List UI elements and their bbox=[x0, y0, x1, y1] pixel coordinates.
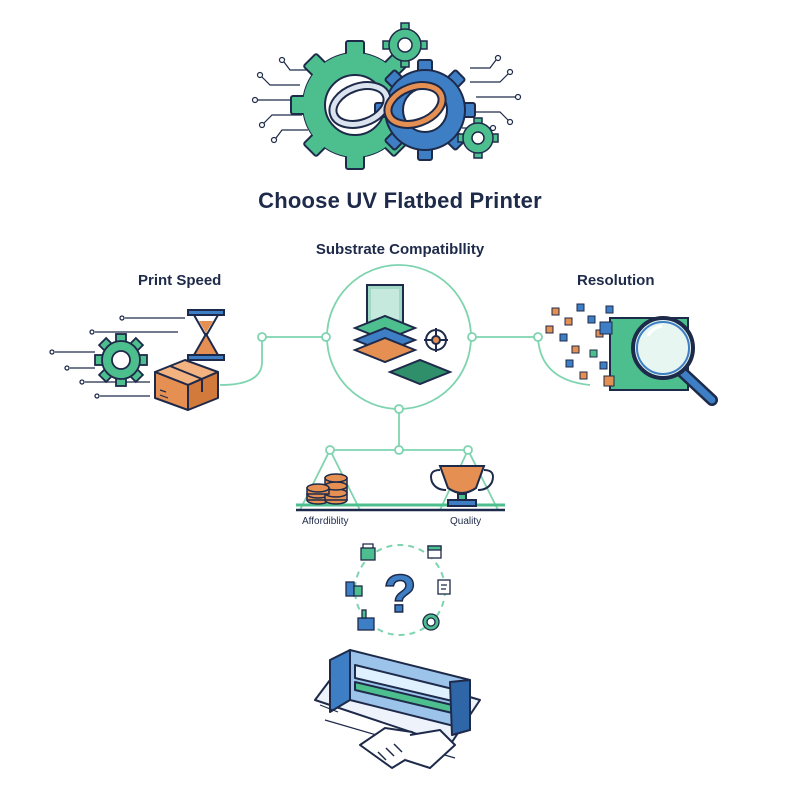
quality-label: Quality bbox=[450, 516, 482, 527]
factory-icon bbox=[357, 609, 375, 631]
affordability-label: Affordiblity bbox=[302, 516, 349, 527]
handshake-icon bbox=[359, 727, 456, 769]
crosshair-icon bbox=[424, 328, 448, 352]
resolution-label: Resolution bbox=[577, 272, 655, 289]
calendar-icon bbox=[427, 545, 442, 559]
gear-icon bbox=[94, 333, 148, 387]
connector-dots bbox=[257, 332, 543, 455]
target-icon bbox=[422, 613, 440, 631]
svg-text:?: ? bbox=[384, 564, 417, 624]
uv-printer-icon bbox=[314, 649, 481, 759]
chain-link-icon bbox=[328, 81, 447, 129]
shop-icon bbox=[360, 543, 376, 561]
hourglass-icon bbox=[187, 309, 225, 361]
page-title: Choose UV Flatbed Printer bbox=[258, 188, 542, 213]
question-mark-icon: ? bbox=[383, 563, 418, 625]
document-icon bbox=[437, 579, 451, 595]
decision-cycle: ? bbox=[345, 543, 451, 636]
print-speed-label: Print Speed bbox=[138, 272, 222, 289]
substrate-layers-icon bbox=[352, 314, 453, 386]
pixel-squares bbox=[545, 303, 614, 380]
connector-lines bbox=[219, 264, 591, 511]
box-icon bbox=[154, 359, 219, 411]
substrate-label: Substrate Compatibllity bbox=[315, 241, 485, 258]
magnifier-icon bbox=[631, 316, 718, 406]
trophy-icon bbox=[430, 465, 494, 507]
buildings-icon bbox=[345, 581, 363, 597]
coins-icon bbox=[306, 473, 348, 505]
